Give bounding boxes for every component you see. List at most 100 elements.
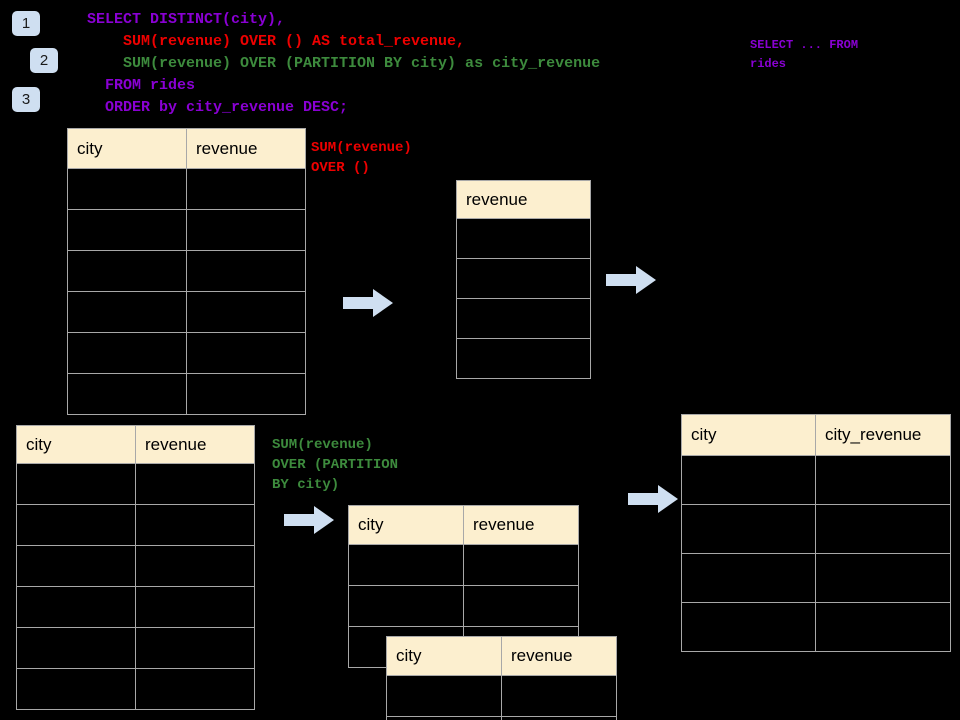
table-cell — [348, 544, 464, 586]
table-row — [681, 504, 951, 554]
table-cell — [815, 553, 951, 603]
table-cell — [135, 504, 255, 546]
table-row — [67, 168, 306, 210]
table-row — [681, 455, 951, 505]
table-row — [386, 716, 617, 720]
table-cell — [67, 209, 187, 251]
table-total-revenue: revenue — [456, 180, 591, 379]
table-row — [67, 250, 306, 292]
table-cell — [386, 675, 502, 717]
table-cell — [186, 250, 306, 292]
column-header-city: city — [67, 128, 187, 169]
table-row — [456, 338, 591, 379]
table-cell — [815, 455, 951, 505]
annotation-sum-over-partition: SUM(revenue) OVER (PARTITION BY city) — [272, 437, 399, 493]
table-row — [681, 602, 951, 652]
table-row — [16, 545, 255, 587]
column-header-revenue: revenue — [501, 636, 617, 676]
table-cell — [67, 168, 187, 210]
column-header-revenue: revenue — [463, 505, 579, 545]
table-header-row: revenue — [456, 180, 591, 219]
table-cell — [815, 504, 951, 554]
table-cell — [348, 585, 464, 627]
annotation-select-from: SELECT ... FROM rides — [750, 38, 859, 71]
table-cell — [456, 298, 591, 339]
table-cell — [501, 716, 617, 720]
table-row — [681, 553, 951, 603]
arrow-partition-to-result — [628, 484, 678, 514]
table-cell — [186, 168, 306, 210]
table-cell — [501, 675, 617, 717]
table-cell — [16, 504, 136, 546]
table-cell — [135, 463, 255, 505]
table-row — [67, 291, 306, 333]
table-cell — [186, 209, 306, 251]
column-header-city_revenue: city_revenue — [815, 414, 951, 456]
table-cell — [186, 373, 306, 415]
column-header-city: city — [16, 425, 136, 464]
step-badge-1: 1 — [12, 11, 40, 36]
table-cell — [456, 258, 591, 299]
table-row — [16, 463, 255, 505]
table-row — [348, 544, 579, 586]
table-cell — [135, 545, 255, 587]
table-row — [16, 627, 255, 669]
table-cell — [386, 716, 502, 720]
column-header-city: city — [681, 414, 816, 456]
table-cell — [16, 627, 136, 669]
table-row — [67, 332, 306, 374]
table-cell — [186, 332, 306, 374]
sql-line-order-by: ORDER by city_revenue DESC; — [87, 99, 349, 116]
table-cell — [681, 553, 816, 603]
step-badge-2: 2 — [30, 48, 58, 73]
table-cell — [16, 545, 136, 587]
arrow-source-to-partition — [284, 505, 334, 535]
table-row — [386, 675, 617, 717]
table-cell — [16, 463, 136, 505]
table-row — [456, 298, 591, 339]
table-row — [16, 668, 255, 710]
table-cell — [456, 338, 591, 379]
annotation-sum-over-empty: SUM(revenue) OVER () — [311, 140, 412, 176]
table-row — [67, 373, 306, 415]
table-body: revenue — [456, 180, 591, 379]
sql-line-select: SELECT DISTINCT(city), — [87, 11, 286, 28]
arrow-source-to-total — [343, 288, 393, 318]
step-badge-3: 3 — [12, 87, 40, 112]
sql-line-from: FROM rides — [87, 77, 196, 94]
table-row — [16, 504, 255, 546]
column-header-revenue: revenue — [186, 128, 306, 169]
table-cell — [681, 602, 816, 652]
table-row — [16, 586, 255, 628]
table-row — [456, 218, 591, 259]
table-cell — [463, 585, 579, 627]
sql-line-total-revenue: SUM(revenue) OVER () AS total_revenue, — [87, 33, 466, 50]
table-cell — [67, 373, 187, 415]
table-cell — [67, 250, 187, 292]
table-cell — [135, 627, 255, 669]
column-header-revenue: revenue — [456, 180, 591, 219]
table-row — [67, 209, 306, 251]
column-header-city: city — [386, 636, 502, 676]
table-cell — [67, 291, 187, 333]
table-cell — [456, 218, 591, 259]
table-cell — [16, 668, 136, 710]
table-cell — [681, 504, 816, 554]
table-cell — [135, 668, 255, 710]
table-row — [456, 258, 591, 299]
table-cell — [681, 455, 816, 505]
table-cell — [16, 586, 136, 628]
column-header-city: city — [348, 505, 464, 545]
